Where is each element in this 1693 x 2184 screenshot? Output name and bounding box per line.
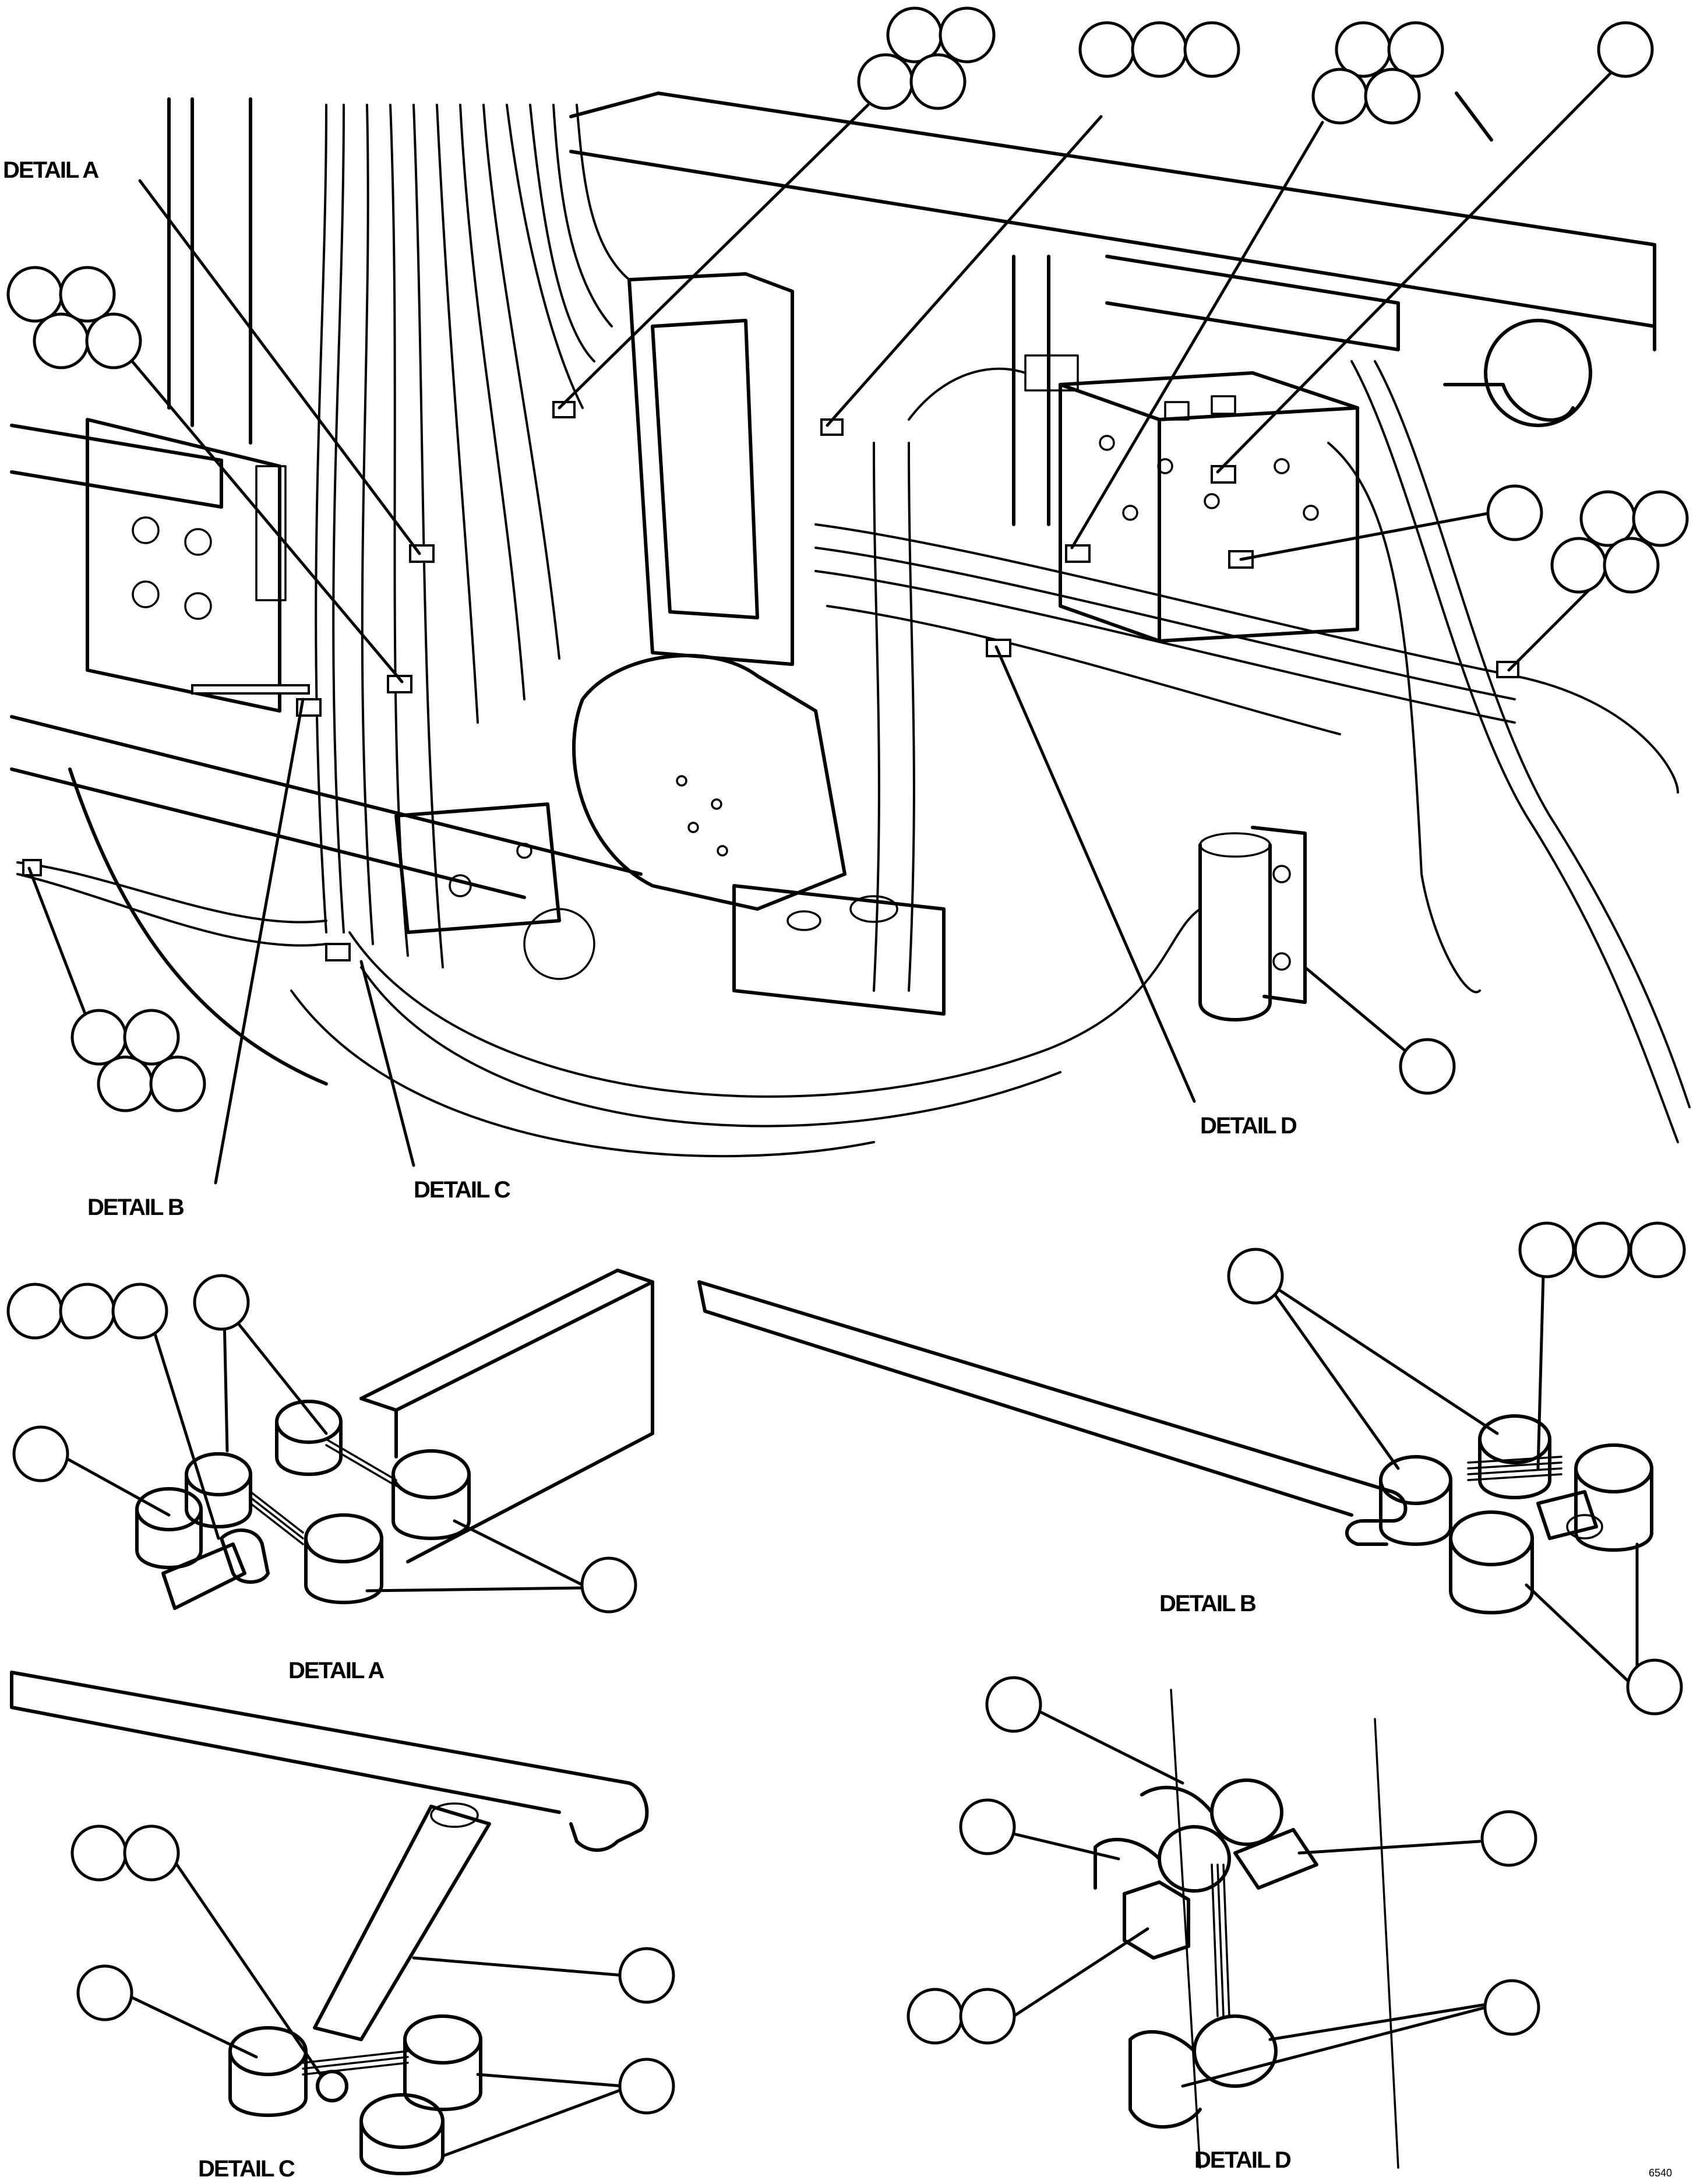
callout-bubble [1227, 1248, 1284, 1305]
callout-bubble [1387, 21, 1444, 78]
callout-bubble [1364, 68, 1421, 125]
callout-bubble [1626, 1658, 1683, 1716]
callout-bubble [1629, 1221, 1686, 1278]
callout-bubble [76, 1964, 133, 2021]
callout-bubble [85, 312, 142, 369]
callout-bubble [1550, 537, 1607, 594]
callout-bubble [6, 1283, 64, 1340]
callout-bubble [149, 1055, 206, 1112]
callout-bubble [12, 1425, 69, 1482]
main-leader-lines [27, 68, 1616, 1185]
hose-support-ring [1443, 319, 1592, 427]
callout-bubble [70, 1824, 128, 1882]
manifold-block-lower [394, 802, 595, 980]
detail-b-caption: DETAIL B [1159, 1591, 1256, 1616]
callout-bubble [59, 266, 116, 323]
side-panel-with-holes [132, 465, 287, 620]
callout-bubble [1632, 490, 1689, 547]
control-valve-block [1012, 255, 1359, 643]
callout-bubble [111, 1283, 168, 1340]
callout-bubble [580, 1556, 637, 1614]
detail-d-caption: DETAIL D [1194, 2147, 1291, 2173]
vertical-hose-bundle [315, 104, 630, 968]
horizontal-hose-runs [16, 360, 1691, 1158]
callout-bubble [1480, 1810, 1537, 1867]
callout-bubble [1597, 21, 1654, 78]
detail-b-label: DETAIL B [87, 1195, 184, 1220]
detail-b-view [697, 1221, 1686, 1716]
callout-bubble [1183, 21, 1240, 78]
callout-bubble [985, 1676, 1042, 1733]
callout-bubble [1574, 1221, 1631, 1278]
detail-d-view [907, 1676, 1540, 2169]
detail-a-view [6, 1269, 654, 1614]
central-mounting-bracket [572, 272, 946, 1016]
callout-bubble [959, 1798, 1016, 1855]
callout-bubble [618, 2058, 675, 2115]
callout-bubble [1399, 1038, 1456, 1095]
callout-bubble [618, 1947, 675, 2004]
callout-bubble [1603, 537, 1660, 594]
callout-bubble [97, 1055, 154, 1112]
detail-c-caption: DETAIL C [198, 2156, 295, 2182]
detail-a-label: DETAIL A [3, 157, 98, 183]
callout-bubble [193, 1274, 250, 1331]
callout-bubble [123, 1824, 180, 1882]
main-assembly-view [10, 91, 1691, 1158]
callout-bubble [123, 1009, 180, 1066]
callout-bubble [1483, 1979, 1540, 2036]
drawing-reference-number: 6540 [1649, 2167, 1672, 2179]
callout-bubble [907, 1988, 964, 2045]
detail-c-label: DETAIL C [414, 1177, 510, 1203]
callout-bubble [939, 6, 996, 64]
main-callout-bubbles [6, 6, 1689, 1112]
chassis-frame [10, 91, 1656, 1086]
callout-bubble [1311, 68, 1368, 125]
callout-bubble [1131, 21, 1188, 78]
callout-bubble [857, 53, 914, 110]
callout-bubble [959, 1988, 1016, 2045]
filter-assembly [1198, 826, 1307, 1021]
callout-bubble [1078, 21, 1135, 78]
callout-bubble [59, 1283, 116, 1340]
callout-bubble [1486, 484, 1543, 541]
detail-d-label: DETAIL D [1200, 1113, 1297, 1139]
callout-bubble [6, 266, 64, 323]
callout-bubble [70, 1009, 128, 1066]
callout-bubble [1518, 1221, 1575, 1278]
main-clamps [22, 401, 1519, 961]
callout-bubble [909, 53, 967, 110]
detail-c-view [10, 1671, 675, 2175]
detail-a-caption: DETAIL A [288, 1658, 384, 1683]
callout-bubble [33, 312, 90, 369]
